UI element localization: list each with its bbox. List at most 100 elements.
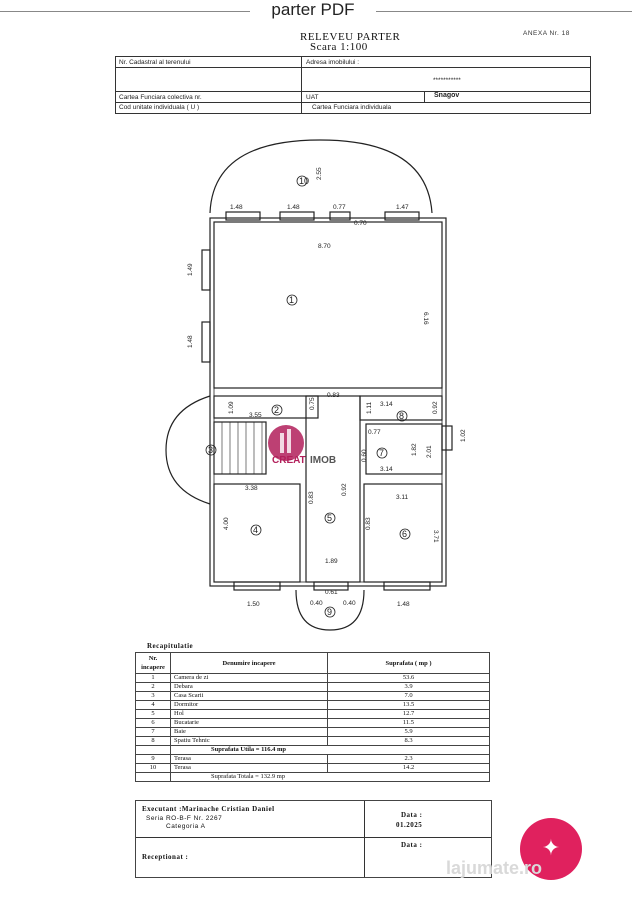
dim-label: 3.71	[432, 530, 439, 543]
address-value: ***********	[433, 77, 461, 84]
room-10-number: 10	[299, 176, 309, 186]
room-8-number: 8	[399, 411, 404, 421]
window	[225, 211, 261, 221]
cf-collective-label: Cartea Funciara colectiva nr.	[119, 94, 202, 101]
total-area-row: Suprafata Totala = 132.9 mp	[135, 772, 490, 782]
signature-box: Executant :Marinache Cristian Daniel Ser…	[135, 800, 492, 878]
window	[383, 581, 431, 591]
date-label-2: Data :	[401, 841, 423, 849]
room-4-number: 4	[253, 525, 258, 535]
dim-label: 1.48	[397, 601, 410, 608]
storage-room-wall	[213, 395, 319, 419]
dim-label: 0.92	[341, 483, 348, 496]
top-rule-right	[376, 11, 632, 12]
dim-label: 0.92	[432, 401, 439, 414]
dim-label: 0.83	[365, 517, 372, 530]
room-9-number: 9	[327, 607, 332, 617]
dim-label: 0.77	[368, 429, 381, 436]
dim-label: 1.49	[187, 263, 194, 276]
creatimob-logo: CREAT IMOB	[262, 425, 362, 475]
dim-label: 0.70	[354, 220, 367, 227]
col-name: Denumire incapere	[170, 652, 328, 674]
receptionat-label: Receptionat :	[142, 853, 189, 861]
dim-label: 0.60	[361, 449, 368, 462]
outer-wall	[209, 217, 447, 587]
window	[384, 211, 420, 221]
dim-label: 3.55	[249, 412, 262, 419]
dim-label: 8.70	[318, 243, 331, 250]
document-title: parter PDF	[271, 0, 355, 19]
sheet-scale: Scara 1:100	[310, 41, 368, 53]
room-5-number: 5	[327, 513, 332, 523]
dim-label: 3.38	[245, 485, 258, 492]
useful-area-row: Suprafata Utila = 116.4 mp	[135, 745, 490, 755]
stair-arc	[165, 395, 211, 505]
dim-label: 0.40	[310, 600, 323, 607]
dim-label: 3.11	[396, 494, 409, 501]
dim-label: 1.48	[230, 204, 243, 211]
dim-label: 1.48	[187, 335, 194, 348]
window	[329, 211, 351, 221]
dim-label: 1.09	[228, 401, 235, 414]
address-label: Adresa imobilului :	[306, 59, 360, 66]
terrace-arc	[209, 139, 433, 214]
dim-label: 1.48	[287, 204, 300, 211]
date-label: Data :	[401, 811, 423, 819]
col-nr: Nr. incapere	[135, 652, 171, 674]
date-value: 01.2025	[396, 821, 423, 829]
window	[279, 211, 315, 221]
floor-plan: 10 1 2 3 4 5 6 7 8 9 2.55 1.48 1.48 0.77…	[165, 139, 467, 631]
dim-label: 3.14	[380, 466, 393, 473]
unit-code-label: Cod unitate individuala ( U )	[119, 104, 200, 111]
dim-label: 2.55	[316, 167, 323, 180]
dim-label: 1.89	[325, 558, 338, 565]
lajumate-watermark: lajumate.ro	[446, 858, 543, 878]
dim-label: 1.11	[366, 401, 373, 414]
dim-label: 4.00	[223, 517, 230, 530]
room-2-number: 2	[274, 405, 279, 415]
sheet-title: RELEVEU PARTER	[300, 31, 401, 43]
dim-label: 0.75	[309, 397, 316, 410]
executant-label: Executant :Marinache Cristian Daniel	[142, 805, 275, 813]
uat-label: UAT	[306, 94, 319, 101]
staircase	[213, 421, 267, 475]
room-6-number: 6	[402, 529, 407, 539]
room-3-number: 3	[208, 445, 213, 455]
window	[233, 581, 281, 591]
dim-label: 2.01	[426, 445, 433, 458]
uat-value: Snagov	[434, 92, 460, 99]
annex-label: ANEXA Nr. 18	[523, 30, 570, 37]
room-1-number: 1	[289, 295, 294, 305]
dim-label: 1.82	[411, 443, 418, 456]
header-table: Nr. Cadastral al terenului Adresa imobil…	[115, 56, 591, 114]
living-room-wall	[213, 221, 443, 389]
hall-wall	[305, 395, 361, 583]
window	[201, 249, 211, 291]
brand-text-b: IMOB	[310, 455, 337, 466]
recap-table-wrap: Nr. incapere Denumire incapere Suprafata…	[135, 652, 490, 782]
brand-text-a: CREAT	[272, 455, 306, 466]
dim-label: 0.83	[327, 392, 340, 399]
dim-label: 1.02	[460, 429, 467, 442]
door	[313, 581, 349, 591]
top-rule-left	[0, 11, 250, 12]
lajumate-icon: ✦	[541, 835, 561, 860]
dim-label: 0.40	[343, 600, 356, 607]
recap-title: Recapitulatie	[147, 642, 194, 650]
categoria-label: Categoria A	[166, 823, 206, 830]
lajumate-badge	[520, 818, 582, 880]
dim-label: 1.50	[247, 601, 260, 608]
seria-label: Seria RO-B-F Nr. 2267	[146, 815, 223, 822]
cadastral-label: Nr. Cadastral al terenului	[119, 59, 191, 66]
col-area: Suprafata ( mp )	[327, 652, 490, 674]
cf-individual-label: Cartea Funciara individuala	[312, 104, 392, 111]
